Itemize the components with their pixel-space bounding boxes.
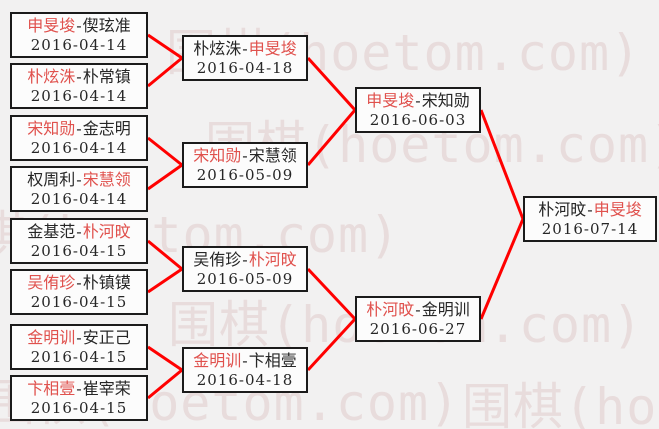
match-box-r1-3: 宋知勋-金志明 2016-04-14 [10, 115, 148, 161]
watermark-text: 围棋(hoetom.com) [462, 378, 659, 429]
connector-line [306, 56, 357, 112]
match-box-r1-7: 金明训-安正己 2016-04-15 [10, 324, 148, 370]
match-date: 2016-04-15 [30, 347, 128, 366]
name-separator: - [415, 299, 421, 319]
match-box-r1-4: 权周利-宋慧领 2016-04-14 [10, 166, 148, 212]
match-date: 2016-04-15 [30, 241, 128, 260]
name-separator: - [76, 118, 82, 138]
connector-line [147, 56, 183, 88]
match-box-r2-4: 金明训-卞相壹 2016-04-18 [182, 347, 308, 393]
player1-name: 朴河旼 [366, 299, 415, 319]
match-box-r1-6: 吴侑珍-朴镇镆 2016-04-15 [10, 269, 148, 315]
player2-name: 朴河旼 [248, 249, 297, 269]
connector-line [306, 267, 357, 321]
player2-name: 金志明 [82, 118, 131, 138]
player1-name: 权周利 [27, 169, 76, 189]
connector-line [147, 345, 183, 372]
match-date: 2016-04-14 [30, 35, 128, 54]
name-separator: - [76, 378, 82, 398]
match-box-r1-1: 申旻埈-偰玹准 2016-04-14 [10, 12, 148, 58]
connector-line [147, 136, 183, 167]
player2-name: 申旻埈 [248, 38, 297, 58]
player2-name: 朴河旼 [82, 221, 131, 241]
name-separator: - [76, 66, 82, 86]
player2-name: 崔宰荣 [82, 378, 131, 398]
match-date: 2016-04-15 [30, 398, 128, 417]
player1-name: 朴河旼 [538, 199, 587, 219]
player1-name: 申旻埈 [366, 90, 415, 110]
player1-name: 申旻埈 [27, 15, 76, 35]
player1-name: 金基范 [27, 221, 76, 241]
name-separator: - [76, 272, 82, 292]
connector-line [479, 218, 525, 320]
player1-name: 金明训 [27, 327, 76, 347]
match-date: 2016-04-14 [30, 138, 128, 157]
name-separator: - [415, 90, 421, 110]
player2-name: 朴常镇 [82, 66, 131, 86]
match-box-sf-2: 朴河旼-金明训 2016-06-27 [355, 296, 481, 342]
player1-name: 朴炫洙 [193, 38, 242, 58]
match-box-r1-8: 卞相壹-崔宰荣 2016-04-15 [10, 375, 148, 421]
match-date: 2016-04-18 [196, 370, 294, 389]
name-separator: - [76, 327, 82, 347]
name-separator: - [76, 15, 82, 35]
match-date: 2016-07-14 [541, 219, 639, 238]
player2-name: 偰玹准 [82, 15, 131, 35]
match-date: 2016-06-03 [369, 110, 467, 129]
connector-line [147, 163, 183, 191]
match-date: 2016-05-09 [196, 165, 294, 184]
match-box-final: 朴河旼-申旻埈 2016-07-14 [523, 196, 657, 242]
connector-line [479, 109, 525, 220]
player2-name: 卞相壹 [248, 350, 297, 370]
match-date: 2016-04-14 [30, 189, 128, 208]
player2-name: 宋慧领 [82, 169, 131, 189]
player1-name: 宋知勋 [193, 145, 242, 165]
match-date: 2016-04-15 [30, 292, 128, 311]
player1-name: 吴侑珍 [27, 272, 76, 292]
player2-name: 宋知勋 [421, 90, 470, 110]
player2-name: 朴镇镆 [82, 272, 131, 292]
player1-name: 朴炫洙 [27, 66, 76, 86]
match-box-r2-3: 吴侑珍-朴河旼 2016-05-09 [182, 246, 308, 292]
match-date: 2016-04-18 [196, 58, 294, 77]
name-separator: - [76, 169, 82, 189]
name-separator: - [76, 221, 82, 241]
player2-name: 金明训 [421, 299, 470, 319]
connector-line [147, 368, 183, 400]
match-box-r2-2: 宋知勋-宋慧领 2016-05-09 [182, 142, 308, 188]
player2-name: 宋慧领 [248, 145, 297, 165]
match-box-r2-1: 朴炫洙-申旻埈 2016-04-18 [182, 35, 308, 81]
connector-line [147, 33, 183, 60]
name-separator: - [587, 199, 593, 219]
match-box-sf-1: 申旻埈-宋知勋 2016-06-03 [355, 87, 481, 133]
connector-line [306, 317, 357, 372]
player1-name: 宋知勋 [27, 118, 76, 138]
player1-name: 卞相壹 [27, 378, 76, 398]
player1-name: 金明训 [193, 350, 242, 370]
name-separator: - [242, 145, 248, 165]
player1-name: 吴侑珍 [193, 249, 242, 269]
name-separator: - [242, 249, 248, 269]
match-box-r1-2: 朴炫洙-朴常镇 2016-04-14 [10, 63, 148, 109]
match-date: 2016-05-09 [196, 269, 294, 288]
connector-line [306, 109, 357, 166]
player2-name: 申旻埈 [593, 199, 642, 219]
name-separator: - [242, 38, 248, 58]
player2-name: 安正己 [82, 327, 131, 347]
connector-line [147, 267, 183, 294]
name-separator: - [242, 350, 248, 370]
match-date: 2016-06-27 [369, 319, 467, 338]
match-box-r1-5: 金基范-朴河旼 2016-04-15 [10, 218, 148, 264]
connector-line [147, 239, 183, 271]
match-date: 2016-04-14 [30, 86, 128, 105]
